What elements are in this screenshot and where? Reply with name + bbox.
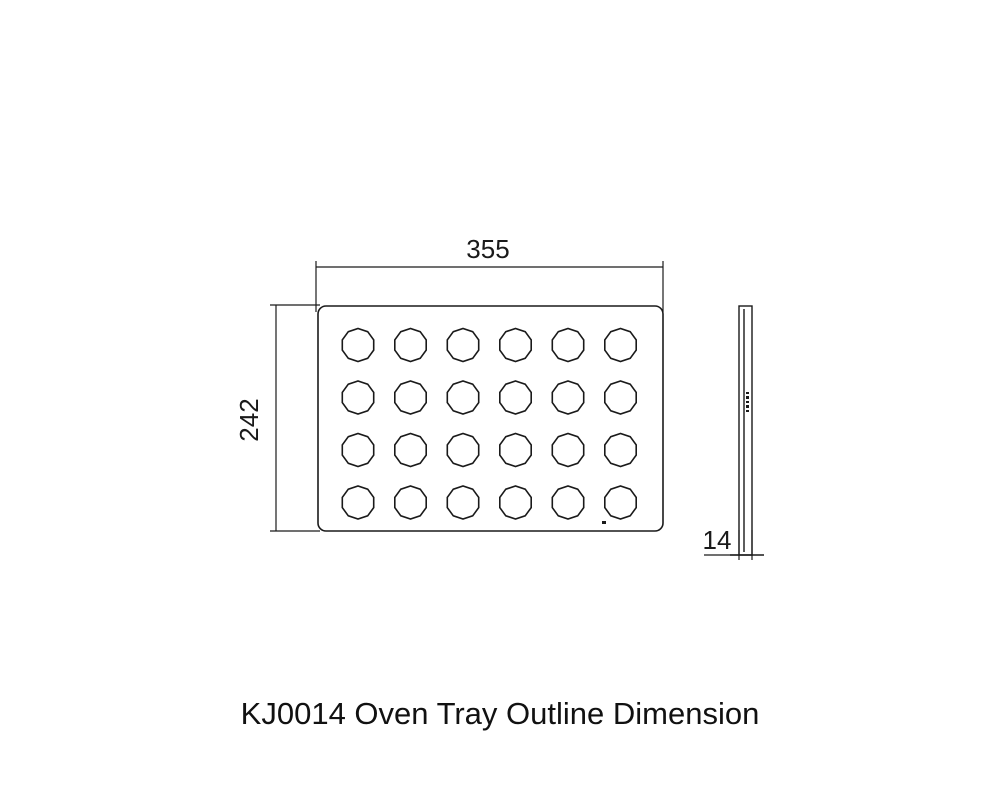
decagon-hole-icon — [341, 432, 375, 468]
decagon-hole-icon — [341, 327, 375, 363]
decagon-hole-icon — [446, 432, 480, 468]
decagon-hole-icon — [446, 327, 480, 363]
decagon-hole-icon — [393, 485, 428, 520]
decagon-hole-icon — [393, 380, 428, 415]
height-dimension-label: 242 — [234, 398, 264, 441]
decagon-hole-icon — [551, 432, 585, 468]
decagon-hole-icon — [603, 327, 638, 363]
side-profile — [738, 305, 753, 556]
decagon-hole-icon — [446, 485, 480, 520]
decagon-hole-icon — [341, 380, 375, 415]
decagon-hole-icon — [341, 485, 375, 520]
decagon-hole-icon — [498, 327, 533, 363]
decagon-hole-icon — [498, 380, 533, 415]
decagon-hole-icon — [551, 485, 585, 520]
decagon-hole-icon — [498, 485, 533, 520]
tray-holes — [341, 327, 638, 520]
decagon-hole-icon — [446, 380, 480, 415]
thickness-dimension-label: 14 — [703, 525, 732, 555]
diagram-caption: KJ0014 Oven Tray Outline Dimension — [240, 696, 760, 731]
decagon-hole-icon — [393, 327, 428, 363]
width-dimension — [315, 261, 664, 312]
tray-mark — [602, 521, 606, 524]
decagon-hole-icon — [498, 432, 533, 468]
decagon-hole-icon — [603, 485, 638, 520]
tray-outline — [317, 305, 664, 532]
width-dimension-label: 355 — [466, 234, 509, 264]
decagon-hole-icon — [551, 327, 585, 363]
decagon-hole-icon — [551, 380, 585, 415]
decagon-hole-icon — [603, 432, 638, 468]
tray-side-view — [730, 305, 764, 556]
decagon-hole-icon — [393, 432, 428, 468]
thickness-dimension — [704, 530, 753, 560]
decagon-hole-icon — [603, 380, 638, 415]
side-emboss-text-icon — [746, 392, 749, 412]
height-dimension — [270, 304, 320, 532]
